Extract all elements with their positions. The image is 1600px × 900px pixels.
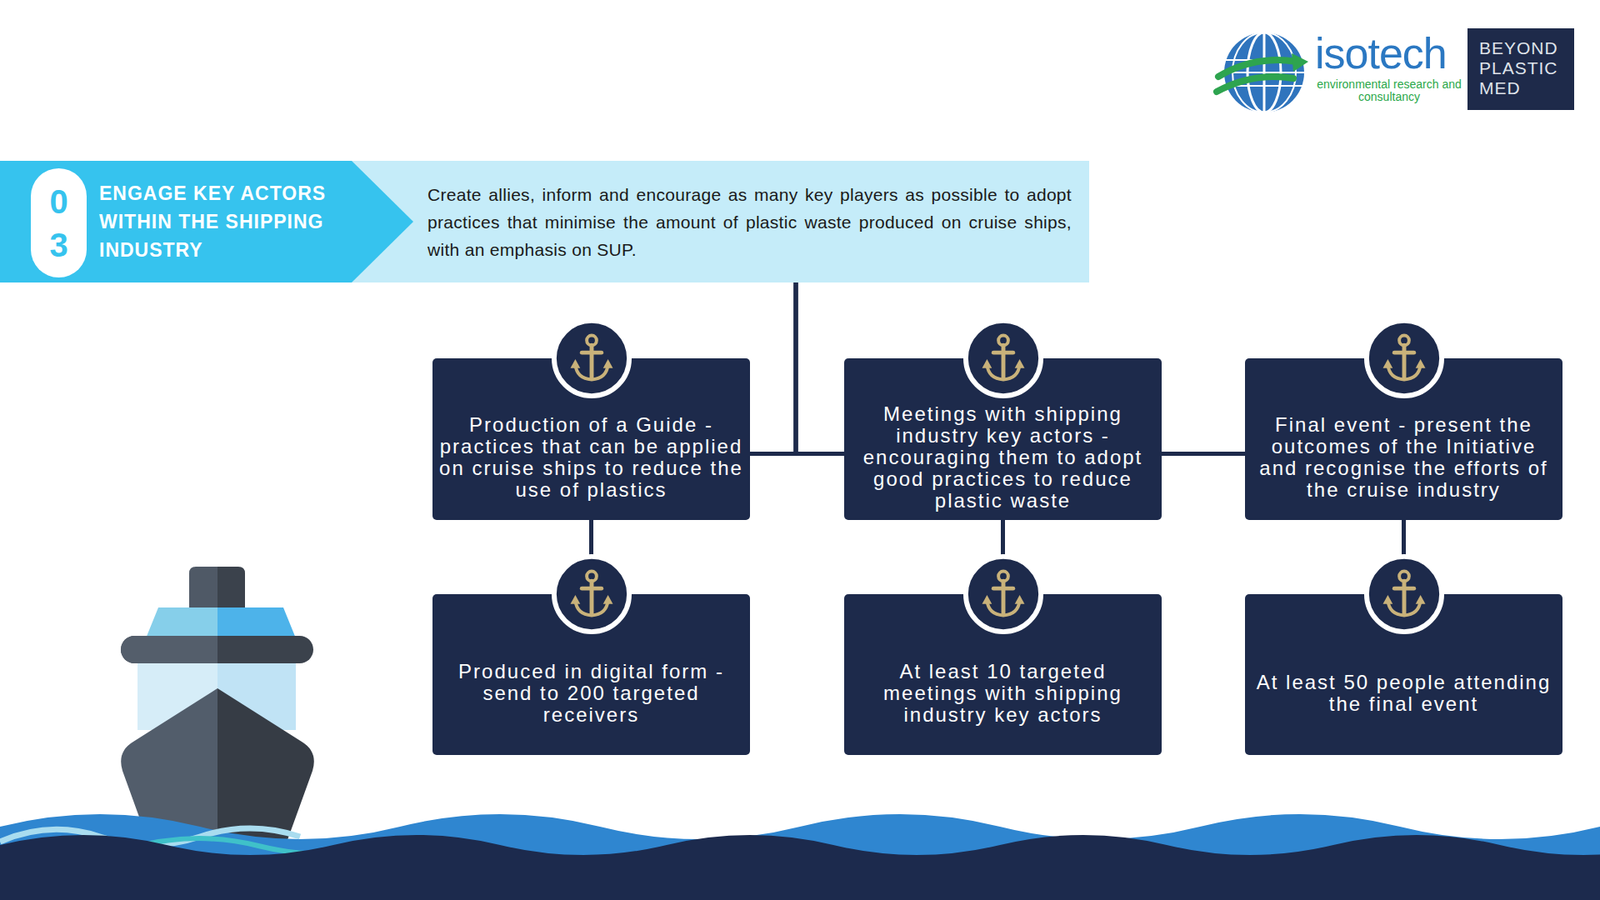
band-arrow <box>0 160 414 283</box>
activity-box: Production of a Guide - practices that c… <box>432 358 750 520</box>
activity-text: Final event - present the outcomes of th… <box>1251 414 1556 501</box>
anchor-icon <box>1363 317 1445 400</box>
anchor-symbol <box>553 556 629 632</box>
connector-line <box>795 282 845 454</box>
number-pill: 03 <box>30 168 87 278</box>
activity-box: At least 10 targeted meetings with shipp… <box>844 594 1162 755</box>
activity-box: Final event - present the outcomes of th… <box>1245 358 1563 520</box>
sea-waves <box>0 814 1600 900</box>
objective-heading: ENGAGE KEY ACTORS WITHIN THE SHIPPING IN… <box>99 179 350 265</box>
objective-description: Create allies, inform and encourage as m… <box>427 180 1072 264</box>
logo-tagline: environmental research and consultancy <box>1315 78 1464 104</box>
activity-box: Meetings with shipping industry key acto… <box>844 358 1162 520</box>
activity-text: At least 50 people attending the final e… <box>1251 671 1556 715</box>
anchor-icon <box>962 553 1045 635</box>
anchor-symbol <box>965 320 1040 396</box>
anchor-symbol <box>965 556 1040 632</box>
activity-text: Produced in digital form - send to 200 t… <box>439 660 744 726</box>
anchor-icon <box>550 553 633 635</box>
connector-line <box>750 282 796 454</box>
activity-box: At least 50 people attending the final e… <box>1245 594 1563 755</box>
anchor-symbol <box>553 320 629 396</box>
anchor-symbol <box>1365 556 1441 632</box>
anchor-icon <box>1363 553 1445 635</box>
logo-name: isotech <box>1315 30 1447 77</box>
activity-text: At least 10 targeted meetings with shipp… <box>850 660 1155 726</box>
activity-box: Produced in digital form - send to 200 t… <box>432 594 750 755</box>
activity-text: Meetings with shipping industry key acto… <box>850 403 1155 512</box>
anchor-icon <box>550 317 633 400</box>
objective-number: 03 <box>42 180 76 267</box>
logo-globe <box>1216 32 1309 113</box>
activity-text: Production of a Guide - practices that c… <box>439 414 744 501</box>
objective-band: 03 ENGAGE KEY ACTORS WITHIN THE SHIPPING … <box>0 160 1090 283</box>
anchor-symbol <box>1365 320 1441 396</box>
anchor-icon <box>962 317 1045 400</box>
partner-logo: BEYOND PLASTIC MED <box>1467 28 1575 110</box>
ship-illustration <box>120 566 315 859</box>
